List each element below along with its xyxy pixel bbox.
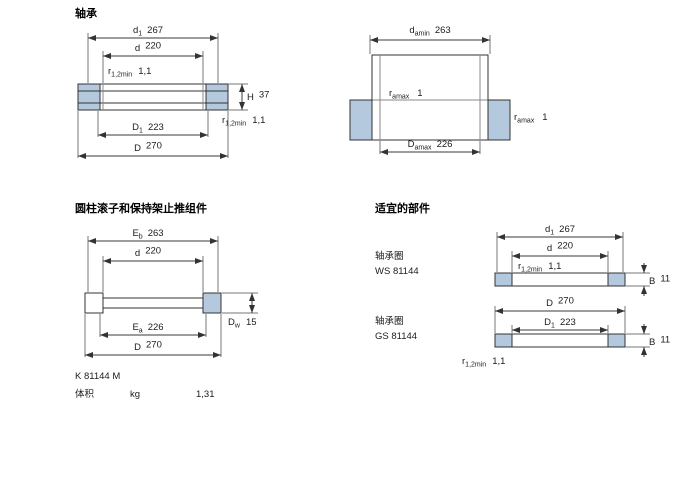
- assembly-body: [84, 292, 222, 314]
- ws-washer-body: [494, 272, 626, 287]
- ws-label: 轴承圈: [375, 250, 404, 262]
- dim-da-lines: [369, 35, 491, 54]
- mass-label: 体积: [75, 388, 95, 400]
- abutment-body: [349, 54, 511, 141]
- dim-Eb-lines: [87, 236, 219, 292]
- ws-designation: WS 81144: [375, 266, 419, 277]
- dim-D2-lines: [84, 314, 222, 357]
- dim-ws-B-lines: [625, 272, 650, 287]
- gs-designation: GS 81144: [375, 331, 417, 342]
- dim-Dw-lines: [222, 292, 258, 314]
- mass-unit: kg: [130, 389, 140, 400]
- dim-d1-lines: [87, 33, 219, 83]
- parts-title: 适宜的部件: [375, 201, 430, 215]
- bearing-body: [77, 83, 229, 111]
- dim-H-lines: [228, 83, 248, 111]
- gs-label: 轴承圈: [375, 315, 404, 327]
- assembly-title: 圆柱滚子和保持架止推组件: [75, 201, 207, 215]
- mass-value: 1,31: [196, 389, 215, 400]
- dim-D-lines: [77, 111, 229, 158]
- bearing-title: 轴承: [75, 6, 98, 20]
- gs-washer-body: [494, 333, 626, 348]
- dim-gs-B-lines: [625, 333, 650, 348]
- assembly-designation: K 81144 M: [75, 371, 120, 382]
